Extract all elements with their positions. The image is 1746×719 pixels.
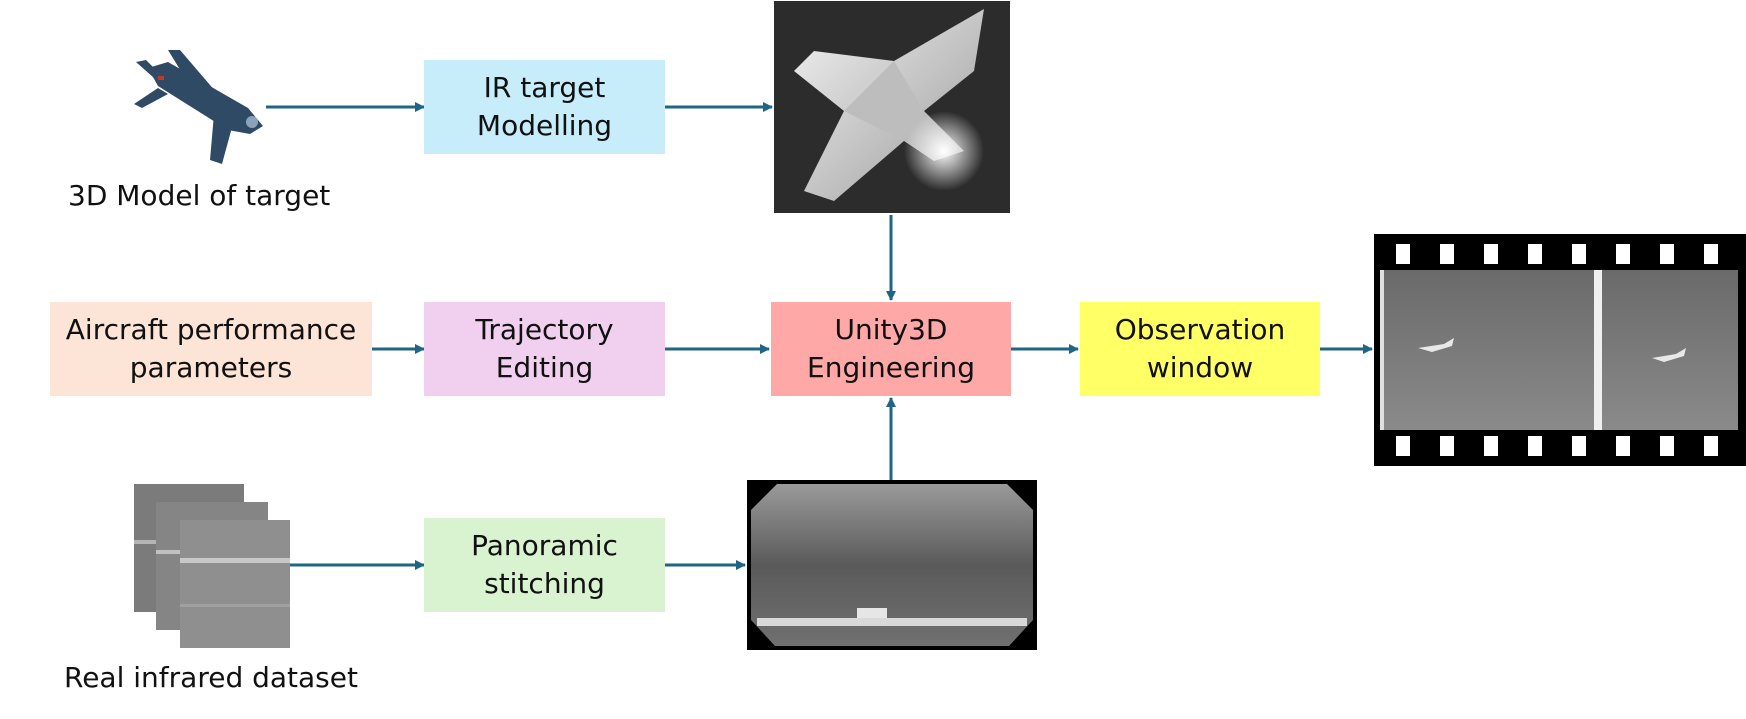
- unity-box: Unity3D Engineering: [771, 302, 1011, 396]
- ir-jet-image: [774, 1, 1010, 213]
- trajectory-box: Trajectory Editing: [424, 302, 665, 396]
- dataset-caption: Real infrared dataset: [64, 661, 358, 694]
- ir-modelling-box: IR target Modelling: [424, 60, 665, 154]
- model-3d-caption: 3D Model of target: [68, 179, 331, 212]
- aircraft-icon: [134, 50, 263, 164]
- aircraft-params-box: Aircraft performance parameters: [50, 302, 372, 396]
- ir-panorama-image: [747, 480, 1037, 650]
- observation-box: Observation window: [1080, 302, 1320, 396]
- panoramic-box: Panoramic stitching: [424, 518, 665, 612]
- ir-frames-stack: [134, 484, 290, 648]
- film-strip-image: [1374, 234, 1746, 466]
